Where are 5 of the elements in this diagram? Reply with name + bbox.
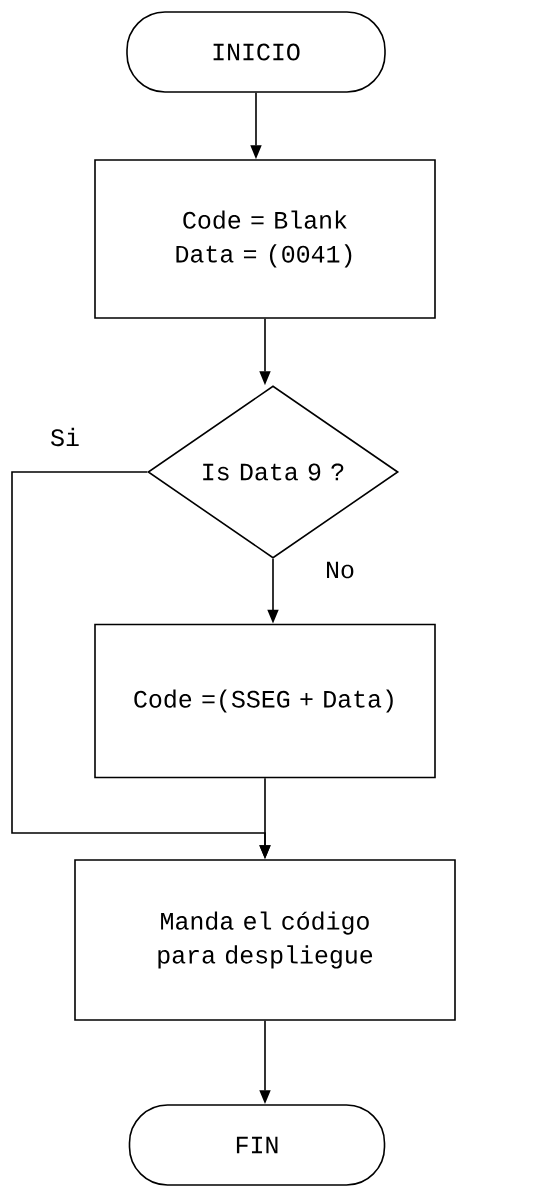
process-box: Manda el código para despliegue	[74, 859, 456, 1021]
edge-label: No	[323, 559, 357, 581]
process-box: Code = Blank Data = (0041)	[94, 159, 436, 319]
edge-label: Si	[48, 425, 82, 449]
process-box: Code =(SSEG + Data)	[94, 623, 436, 779]
